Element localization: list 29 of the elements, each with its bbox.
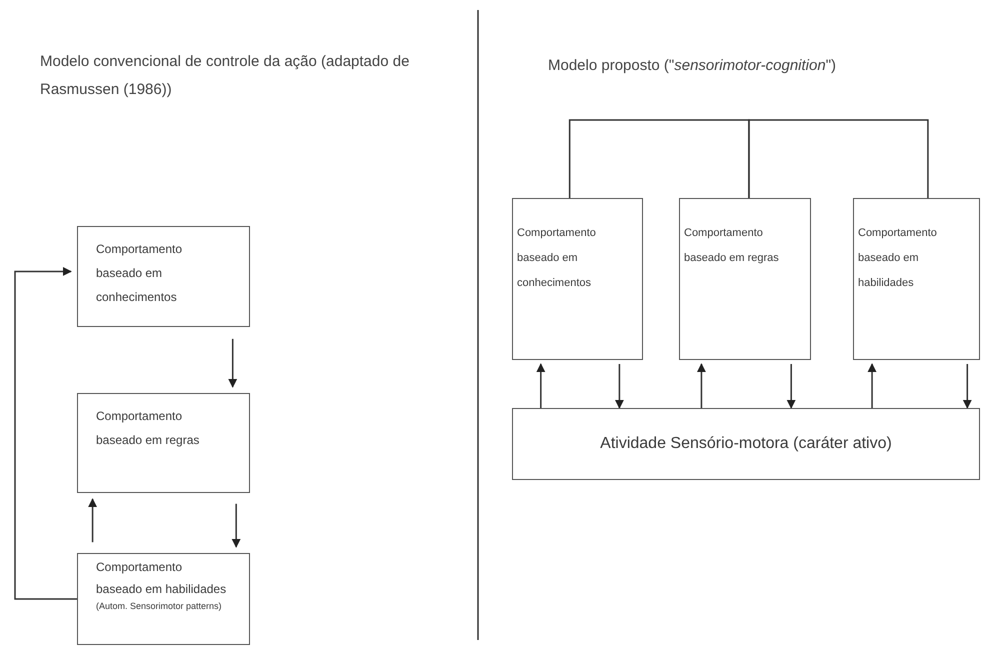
box-text: (Autom. Sensorimotor patterns) <box>96 600 223 612</box>
arrow <box>536 363 546 408</box>
arrow <box>614 364 624 409</box>
box-text: Comportamento baseado em habilidades <box>96 559 228 598</box>
connector-line <box>748 119 929 198</box>
process-box <box>512 198 643 360</box>
arrow <box>232 504 241 548</box>
process-box <box>77 226 250 327</box>
arrow <box>14 266 77 600</box>
process-box <box>512 408 980 480</box>
arrow <box>88 498 98 542</box>
heading: Modelo convencional de controle da ação (adaptado de Rasmussen (1986)) <box>40 52 410 100</box>
arrow <box>228 338 238 388</box>
arrow <box>868 363 877 408</box>
process-box <box>77 393 250 493</box>
box-text: Comportamento baseado em regras <box>684 226 780 266</box>
process-box <box>679 198 811 360</box>
arrow <box>962 364 972 409</box>
box-text: Comportamento baseado em regras <box>96 408 200 449</box>
heading: Modelo proposto ("sensorimotor-cognition") <box>548 56 838 76</box>
arrow <box>786 364 796 409</box>
process-box <box>853 198 980 360</box>
process-box <box>77 553 250 645</box>
box-text: Comportamento baseado em conhecimentos <box>96 241 184 306</box>
connector-line <box>568 119 750 198</box>
box-text: Atividade Sensório-motora (caráter ativo) <box>600 434 892 454</box>
arrow <box>696 363 706 408</box>
box-text: Comportamento baseado em habilidades <box>858 226 938 291</box>
box-text: Comportamento baseado em conhecimentos <box>517 226 597 291</box>
